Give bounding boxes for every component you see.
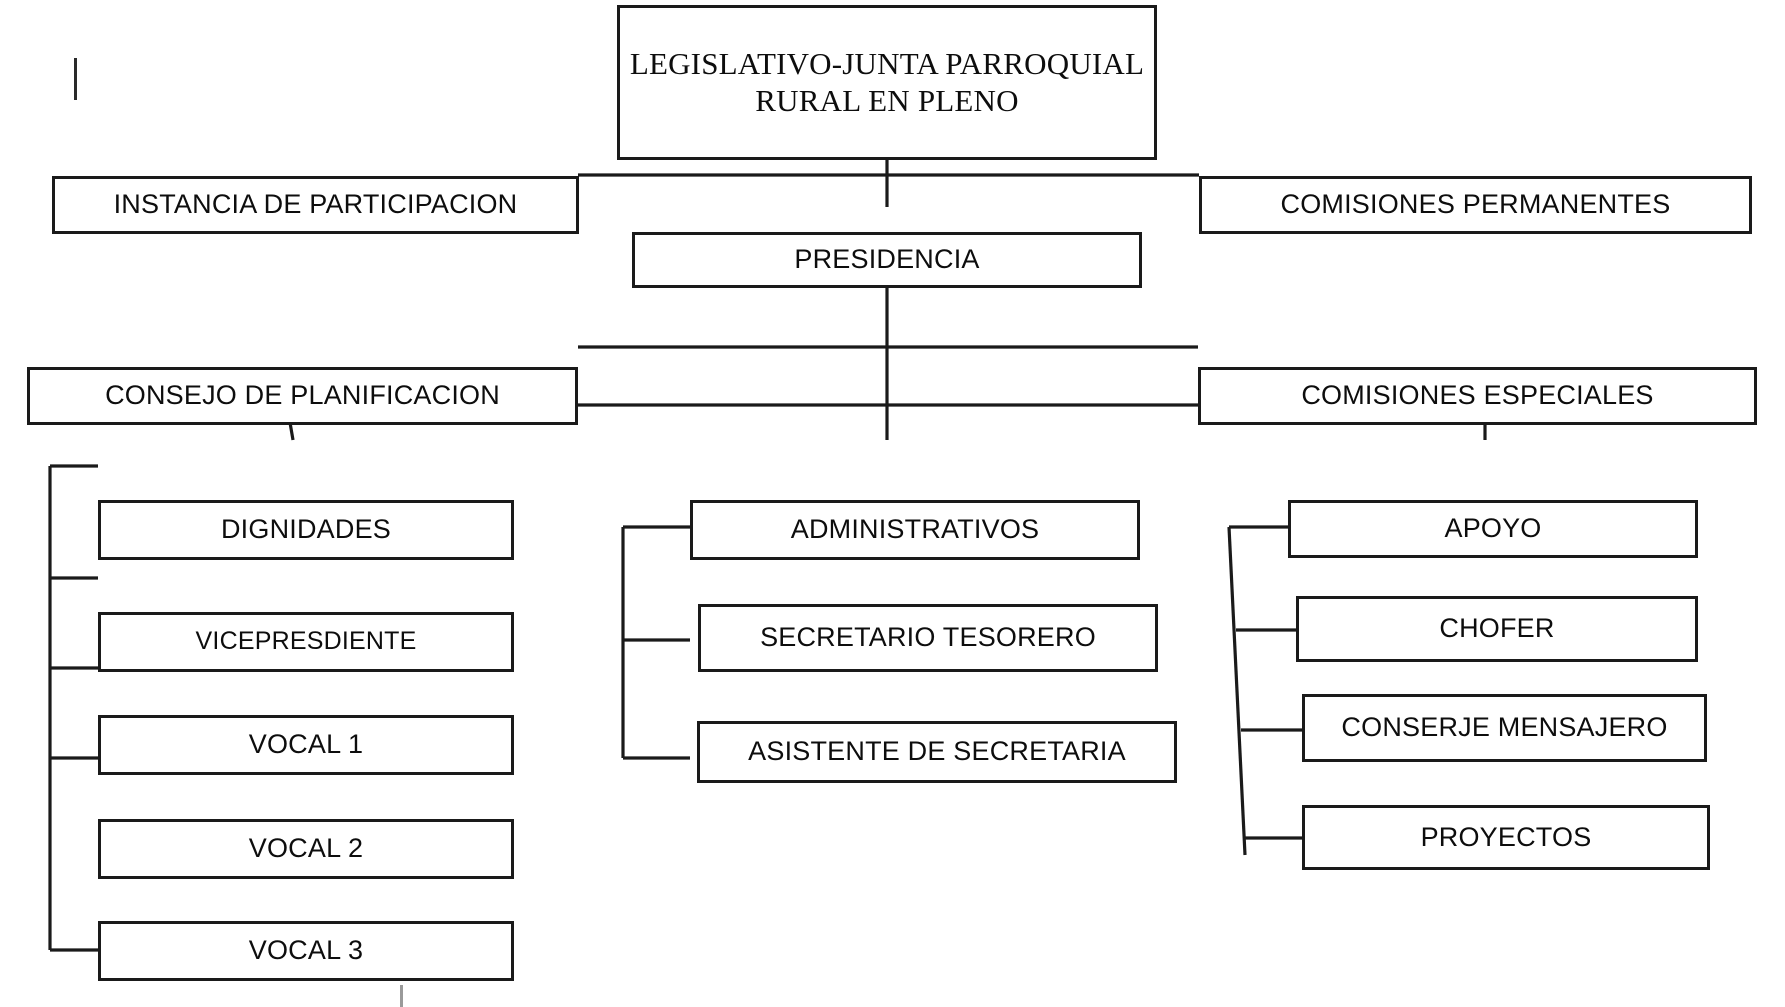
node-comisiones-especiales[interactable]: COMISIONES ESPECIALES [1198, 367, 1757, 425]
node-conserje-mensajero-label: CONSERJE MENSAJERO [1341, 712, 1668, 743]
node-proyectos-label: PROYECTOS [1420, 821, 1592, 852]
node-vocal-2-label: VOCAL 2 [248, 833, 364, 864]
node-comisiones-permanentes-label: COMISIONES PERMANENTES [1280, 189, 1671, 220]
node-vicepresidente[interactable]: VICEPRESDIENTE [98, 612, 514, 672]
node-consejo-planificacion[interactable]: CONSEJO DE PLANIFICACION [27, 367, 578, 425]
node-dignidades-label: DIGNIDADES [220, 514, 392, 545]
node-asistente-secretaria[interactable]: ASISTENTE DE SECRETARIA [697, 721, 1177, 783]
node-apoyo-label: APOYO [1444, 513, 1542, 544]
node-chofer-label: CHOFER [1439, 613, 1555, 644]
node-root-label: LEGISLATIVO-JUNTA PARROQUIAL RURAL EN PL… [629, 45, 1145, 118]
node-vicepresidente-label: VICEPRESDIENTE [195, 627, 417, 656]
node-vocal-3-label: VOCAL 3 [248, 935, 364, 966]
node-vocal-2[interactable]: VOCAL 2 [98, 819, 514, 879]
node-administrativos[interactable]: ADMINISTRATIVOS [690, 500, 1140, 560]
node-root[interactable]: LEGISLATIVO-JUNTA PARROQUIAL RURAL EN PL… [617, 5, 1157, 160]
node-vocal-1[interactable]: VOCAL 1 [98, 715, 514, 775]
node-apoyo[interactable]: APOYO [1288, 500, 1698, 558]
node-presidencia-label: PRESIDENCIA [794, 244, 980, 275]
text-caret-top [74, 58, 77, 100]
node-presidencia[interactable]: PRESIDENCIA [632, 232, 1142, 288]
node-secretario-tesorero-label: SECRETARIO TESORERO [760, 622, 1096, 653]
node-vocal-3[interactable]: VOCAL 3 [98, 921, 514, 981]
node-conserje-mensajero[interactable]: CONSERJE MENSAJERO [1302, 694, 1707, 762]
node-chofer[interactable]: CHOFER [1296, 596, 1698, 662]
node-consejo-planificacion-label: CONSEJO DE PLANIFICACION [105, 380, 500, 411]
node-secretario-tesorero[interactable]: SECRETARIO TESORERO [698, 604, 1158, 672]
node-proyectos[interactable]: PROYECTOS [1302, 805, 1710, 870]
node-instancia-participacion[interactable]: INSTANCIA DE PARTICIPACION [52, 176, 579, 234]
node-comisiones-especiales-label: COMISIONES ESPECIALES [1301, 380, 1654, 411]
node-comisiones-permanentes[interactable]: COMISIONES PERMANENTES [1199, 176, 1752, 234]
node-administrativos-label: ADMINISTRATIVOS [790, 514, 1040, 545]
node-asistente-secretaria-label: ASISTENTE DE SECRETARIA [748, 736, 1126, 767]
text-caret-bottom [400, 985, 403, 1007]
node-dignidades[interactable]: DIGNIDADES [98, 500, 514, 560]
node-vocal-1-label: VOCAL 1 [248, 729, 364, 760]
spine-apoyo [1227, 526, 1247, 856]
node-instancia-participacion-label: INSTANCIA DE PARTICIPACION [113, 189, 518, 220]
